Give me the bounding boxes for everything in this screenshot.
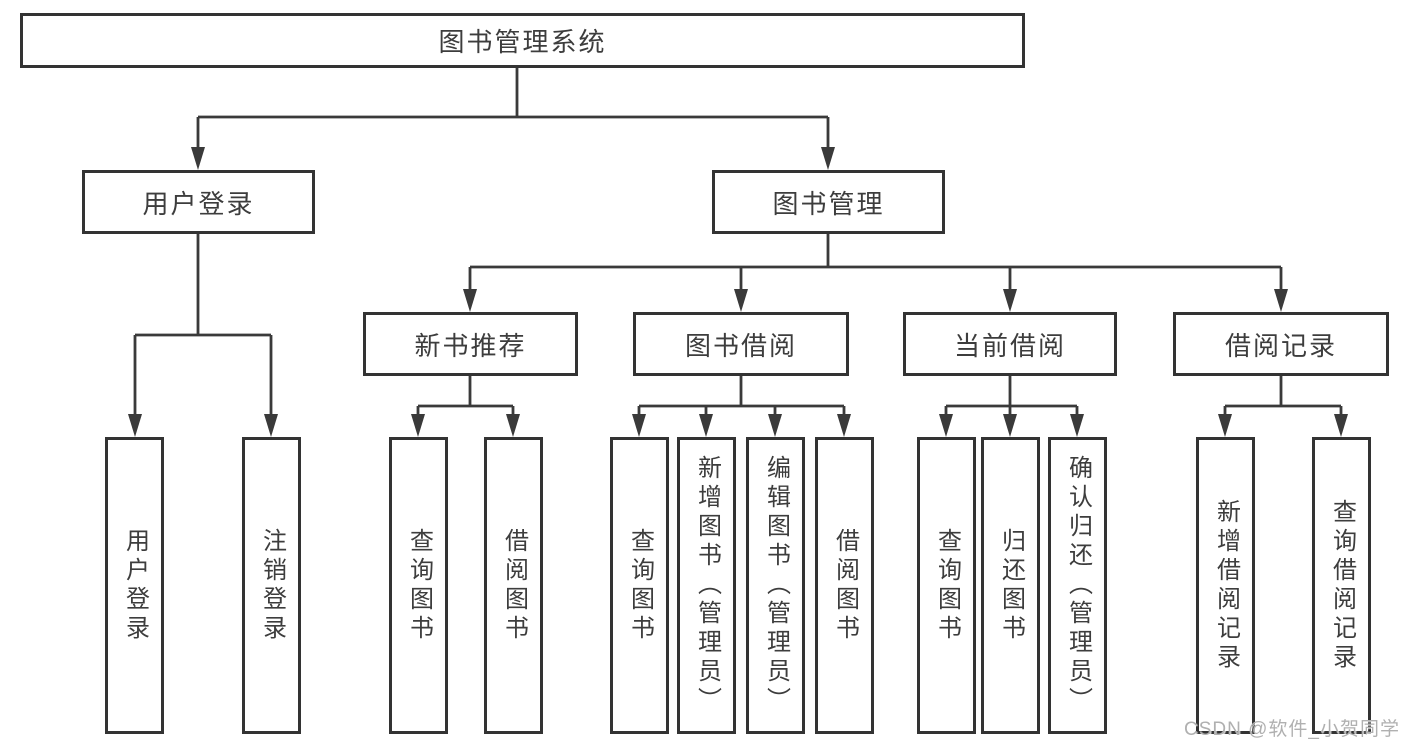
node-book-management: 图书管理 <box>712 170 945 234</box>
node-label: 当前借阅 <box>953 330 1066 361</box>
leaf-borrow-book-recommend: 借阅图书 <box>484 437 543 734</box>
csdn-watermark: CSDN @软件_小贺同学 <box>1184 719 1400 740</box>
node-label: 借阅记录 <box>1224 330 1337 361</box>
node-label: 新书推荐 <box>414 330 527 361</box>
node-new-book-recommend: 新书推荐 <box>363 312 578 376</box>
node-label: 图书借阅 <box>684 330 797 361</box>
node-book-borrow: 图书借阅 <box>633 312 849 376</box>
connector-paths <box>133 68 1343 416</box>
node-label: 用户登录 <box>121 527 149 644</box>
node-label: 查询图书 <box>626 527 654 644</box>
node-label: 查询图书 <box>405 527 433 644</box>
node-label: 借阅图书 <box>831 527 859 644</box>
node-label: 新增借阅记录 <box>1212 498 1240 673</box>
node-root: 图书管理系统 <box>20 13 1025 68</box>
node-label: 查询借阅记录 <box>1328 498 1356 673</box>
node-label: 用户登录 <box>142 188 255 219</box>
node-label: 归还图书 <box>997 527 1025 644</box>
leaf-query-book-recommend: 查询图书 <box>389 437 448 734</box>
leaf-logout: 注销登录 <box>242 437 301 734</box>
node-current-borrow: 当前借阅 <box>903 312 1117 376</box>
node-borrow-records: 借阅记录 <box>1173 312 1389 376</box>
leaf-query-book-borrow: 查询图书 <box>610 437 669 734</box>
node-label: 图书管理 <box>772 188 885 219</box>
connector-arrowheads <box>128 147 1348 437</box>
node-label: 图书管理系统 <box>438 27 607 57</box>
leaf-borrow-book: 借阅图书 <box>815 437 874 734</box>
leaf-user-login: 用户登录 <box>105 437 164 734</box>
node-label: 新增图书（管理员） <box>693 455 721 716</box>
node-user-login: 用户登录 <box>82 170 315 234</box>
node-label: 借阅图书 <box>500 527 528 644</box>
node-label: 确认归还（管理员） <box>1064 455 1092 716</box>
leaf-edit-book-admin: 编辑图书（管理员） <box>746 437 805 734</box>
leaf-query-borrow-record: 查询借阅记录 <box>1312 437 1371 734</box>
node-label: 编辑图书（管理员） <box>762 455 790 716</box>
leaf-query-book-current: 查询图书 <box>917 437 976 734</box>
leaf-confirm-return-admin: 确认归还（管理员） <box>1048 437 1107 734</box>
leaf-add-borrow-record: 新增借阅记录 <box>1196 437 1255 734</box>
leaf-add-book-admin: 新增图书（管理员） <box>677 437 736 734</box>
leaf-return-book: 归还图书 <box>981 437 1040 734</box>
node-label: 查询图书 <box>933 527 961 644</box>
node-label: 注销登录 <box>258 527 286 644</box>
